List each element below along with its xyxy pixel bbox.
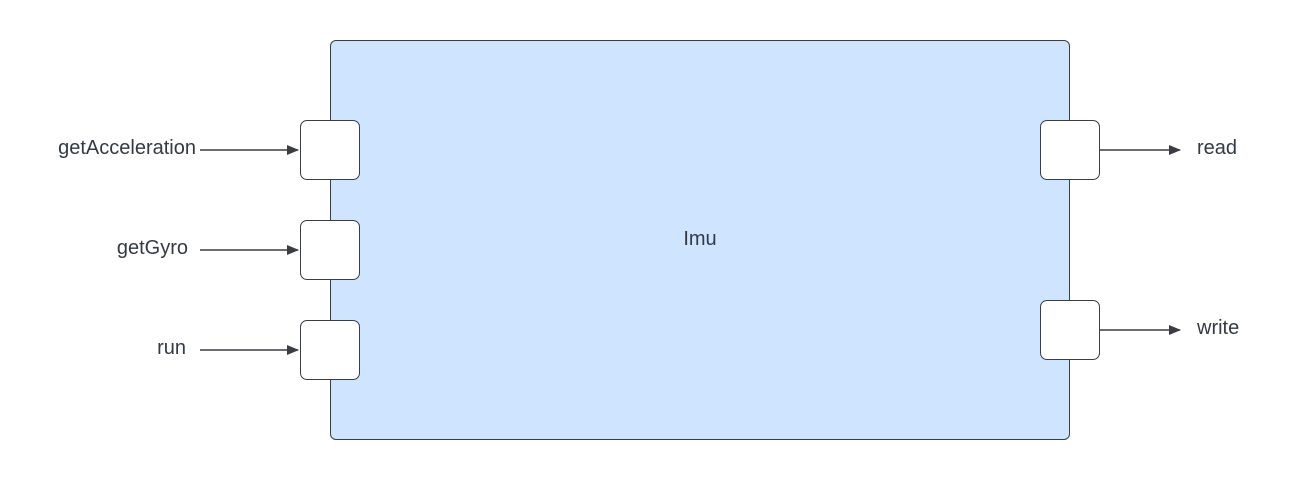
output-port-write[interactable]: [1040, 300, 1100, 360]
output-label-write: write: [1197, 317, 1240, 339]
imu-component-box[interactable]: [330, 40, 1070, 440]
input-port-getacceleration[interactable]: [300, 120, 360, 180]
input-label-getgyro: getGyro: [116, 237, 188, 259]
input-port-run[interactable]: [300, 320, 360, 380]
component-name: Imu: [683, 228, 717, 250]
input-label-run: run: [157, 337, 186, 359]
input-port-getgyro[interactable]: [300, 220, 360, 280]
output-port-read[interactable]: [1040, 120, 1100, 180]
output-label-read: read: [1197, 137, 1238, 159]
input-label-getacceleration: getAcceleration: [58, 137, 196, 159]
